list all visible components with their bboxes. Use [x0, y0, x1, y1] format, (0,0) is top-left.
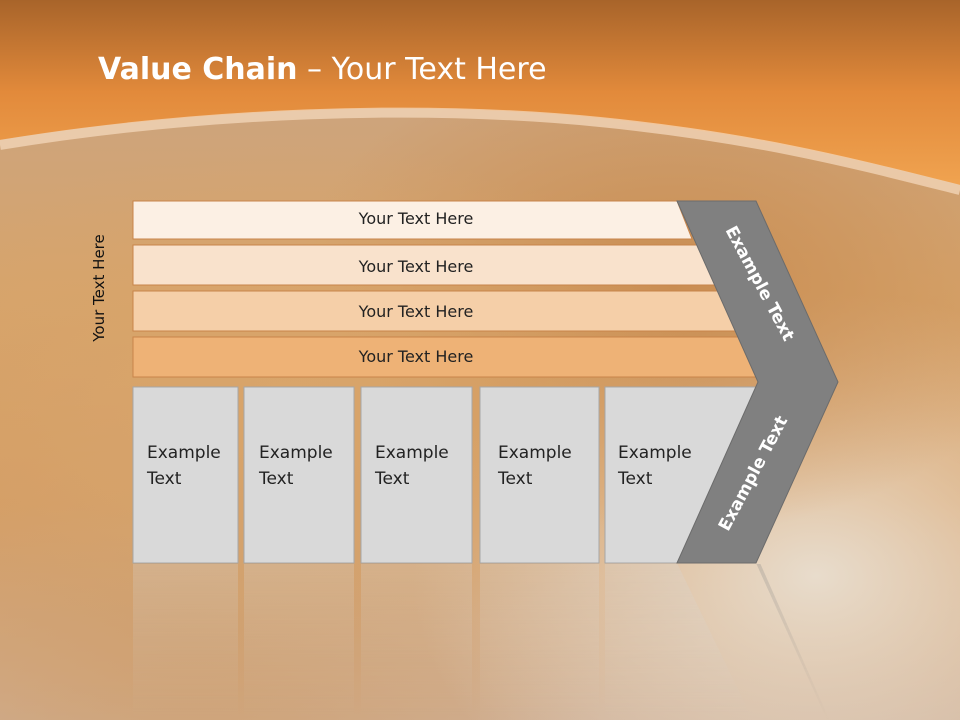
activity-bar-3: Your Text Here: [132, 290, 739, 332]
primary-box-4: Example Text: [479, 386, 600, 564]
margin-chevron-shape: [676, 200, 839, 564]
primary-box-3-line1: Example: [375, 443, 449, 463]
primary-box-2: Example Text: [243, 386, 355, 564]
activity-bar-2-label: Your Text Here: [358, 257, 474, 276]
reflection-box-2: [244, 563, 354, 720]
activity-bar-2: Your Text Here: [132, 244, 716, 286]
activity-bar-3-label: Your Text Here: [358, 302, 474, 321]
primary-box-1: Example Text: [132, 386, 239, 564]
primary-box-1-line1: Example: [147, 443, 221, 463]
primary-box-3: Example Text: [360, 386, 473, 564]
activity-bar-1: Your Text Here: [132, 200, 693, 240]
primary-box-4-shape: [479, 386, 600, 564]
diagram-reflection: [133, 563, 830, 720]
primary-box-2-line1: Example: [259, 443, 333, 463]
primary-box-1-line2: Text: [146, 469, 182, 489]
activity-bar-1-label: Your Text Here: [358, 209, 474, 228]
slide-title: Value Chain – Your Text Here: [98, 52, 547, 87]
primary-box-5-line2: Text: [617, 469, 653, 489]
activity-bar-1-shape: [132, 200, 693, 240]
reflection-box-5: [605, 563, 753, 720]
header-band: [0, 0, 960, 195]
activity-bar-4-label: Your Text Here: [358, 347, 474, 366]
primary-box-2-shape: [243, 386, 355, 564]
activity-bar-4: Your Text Here: [132, 336, 764, 378]
primary-box-3-shape: [360, 386, 473, 564]
reflection-box-3: [361, 563, 472, 720]
title-rest: – Your Text Here: [297, 52, 547, 87]
primary-box-4-line2: Text: [497, 469, 533, 489]
title-bold: Value Chain: [98, 52, 298, 87]
reflection-box-1: [133, 563, 238, 720]
primary-box-4-line1: Example: [498, 443, 572, 463]
primary-box-5-line1: Example: [618, 443, 692, 463]
primary-box-3-line2: Text: [374, 469, 410, 489]
margin-chevron: Example Text Example Text: [676, 200, 839, 564]
primary-box-2-line2: Text: [258, 469, 294, 489]
reflection-box-4: [480, 563, 599, 720]
